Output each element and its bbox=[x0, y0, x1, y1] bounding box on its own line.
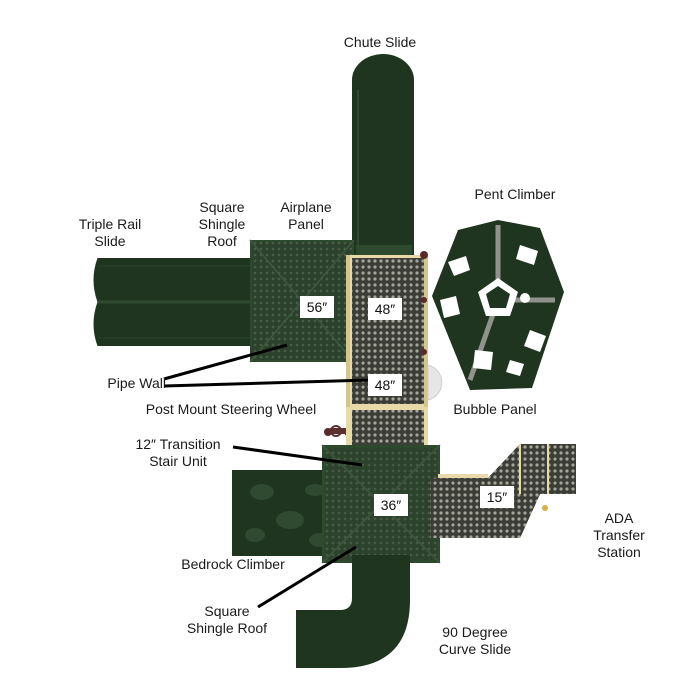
label-pipe-wall-line-1: Pipe Wall bbox=[107, 375, 166, 391]
label-curve-slide: 90 Degree Curve Slide bbox=[420, 624, 530, 658]
label-roof-top-line-2: Shingle bbox=[198, 216, 246, 232]
label-airplane-panel-line-1: Airplane bbox=[280, 199, 332, 215]
label-bedrock-climber: Bedrock Climber bbox=[170, 556, 296, 573]
label-post-mount-steering-wheel: Post Mount Steering Wheel bbox=[138, 401, 324, 418]
height-15: 15″ bbox=[480, 486, 514, 508]
label-steering-wheel-line-1: Post Mount Steering Wheel bbox=[145, 401, 317, 417]
label-pent-climber-line-1: Pent Climber bbox=[474, 186, 556, 202]
label-square-shingle-roof-top: Square Shingle Roof bbox=[184, 199, 260, 250]
label-airplane-panel-line-2: Panel bbox=[288, 216, 324, 232]
label-roof-bottom-line-2: Shingle Roof bbox=[186, 620, 268, 636]
label-pent-climber: Pent Climber bbox=[460, 186, 570, 203]
label-curve-slide-line-2: Curve Slide bbox=[438, 641, 512, 657]
label-curve-slide-line-1: 90 Degree bbox=[442, 624, 508, 640]
height-56: 56″ bbox=[300, 296, 334, 318]
label-roof-bottom-line-1: Square bbox=[204, 603, 250, 619]
height-48-bottom: 48″ bbox=[368, 374, 402, 396]
leader-lines bbox=[163, 343, 371, 609]
label-chute-slide-line-1: Chute Slide bbox=[343, 34, 417, 50]
label-bubble-panel-line-1: Bubble Panel bbox=[453, 401, 537, 417]
label-triple-rail-slide-line-1: Triple Rail bbox=[78, 216, 142, 232]
label-ada-line-3: Station bbox=[597, 544, 641, 560]
label-transition-stair-line-2: Stair Unit bbox=[149, 453, 207, 469]
label-ada-line-1: ADA bbox=[604, 510, 634, 526]
label-bedrock-climber-line-1: Bedrock Climber bbox=[181, 556, 285, 572]
label-transition-stair: 12″ Transition Stair Unit bbox=[118, 436, 238, 470]
pent-climber bbox=[432, 220, 564, 390]
label-chute-slide: Chute Slide bbox=[330, 34, 430, 51]
height-48-top: 48″ bbox=[368, 298, 402, 320]
label-airplane-panel: Airplane Panel bbox=[266, 199, 346, 233]
label-triple-rail-slide: Triple Rail Slide bbox=[64, 216, 156, 250]
steering-wheel bbox=[330, 425, 350, 437]
triple-rail-slide bbox=[93, 257, 258, 347]
label-square-shingle-roof-bottom: Square Shingle Roof bbox=[176, 603, 278, 637]
chute-slide bbox=[352, 54, 414, 261]
bubble-panel bbox=[427, 364, 443, 401]
label-triple-rail-slide-line-2: Slide bbox=[94, 233, 126, 249]
curve-slide bbox=[296, 555, 410, 668]
label-ada-transfer-station: ADA Transfer Station bbox=[574, 510, 664, 561]
label-pipe-wall: Pipe Wall bbox=[80, 375, 166, 392]
label-ada-line-2: Transfer bbox=[593, 527, 645, 543]
label-transition-stair-line-1: 12″ Transition bbox=[135, 436, 221, 452]
label-roof-top-line-3: Roof bbox=[207, 233, 237, 249]
label-roof-top-line-1: Square bbox=[199, 199, 245, 215]
height-36: 36″ bbox=[374, 494, 408, 516]
label-bubble-panel: Bubble Panel bbox=[442, 401, 548, 418]
